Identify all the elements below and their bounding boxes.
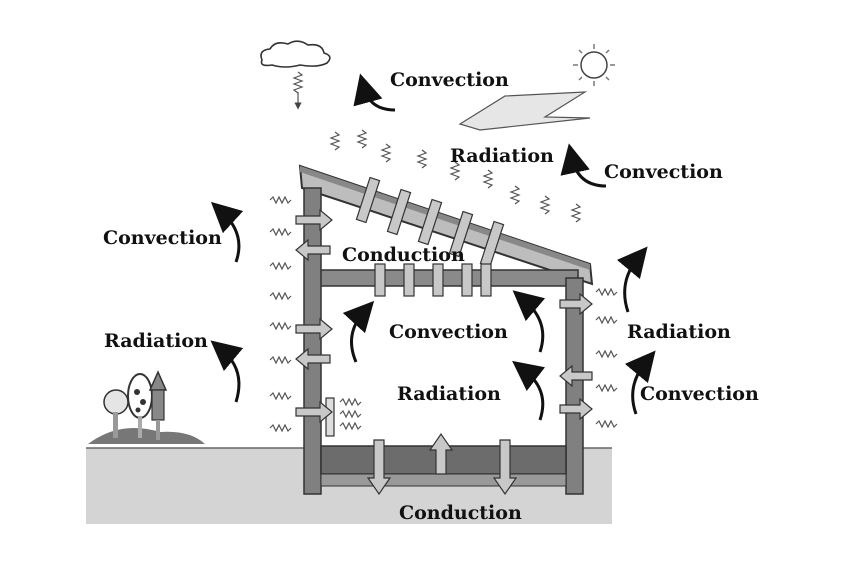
convection-arrow-inside-left <box>342 300 375 363</box>
shrub-icon <box>127 370 168 440</box>
convection-arrow-right-upper <box>616 246 648 313</box>
convection-arrow-left <box>210 201 244 263</box>
wall-conduction-arrows <box>295 208 593 424</box>
label-radiation-inside: Radiation <box>397 383 501 405</box>
label-convection-inside: Convection <box>389 321 508 343</box>
convection-arrow-top-right <box>560 143 607 188</box>
ceiling-beam <box>309 269 579 287</box>
label-convection-top: Convection <box>390 69 509 91</box>
window <box>325 397 335 437</box>
radiation-wave-icons <box>292 71 582 223</box>
right-wall <box>565 277 584 495</box>
sun-icon <box>573 44 615 86</box>
label-radiation-right: Radiation <box>627 321 731 343</box>
convection-arrow-left-lower <box>210 340 244 403</box>
label-radiation-left: Radiation <box>104 330 208 352</box>
label-convection-left: Convection <box>103 227 222 249</box>
label-convection-right: Convection <box>640 383 759 405</box>
convection-arrows <box>210 73 656 421</box>
ceiling-conduction-arrows <box>374 263 492 297</box>
sunlight-beam <box>458 91 591 131</box>
label-conduction-bottom: Conduction <box>399 502 522 524</box>
label-convection-top-right: Convection <box>604 161 723 183</box>
roof-conduction-arrows <box>355 176 505 268</box>
convection-arrow-inside-right <box>512 290 546 353</box>
floor-conduction-arrows <box>366 432 518 496</box>
convection-arrow-top <box>353 73 396 112</box>
convection-arrow-right-lower <box>624 350 656 415</box>
label-radiation-top: Radiation <box>450 145 554 167</box>
left-wall <box>303 187 322 495</box>
label-conduction-roof: Conduction <box>342 244 465 266</box>
convection-arrow-inside-right-lower <box>512 360 546 421</box>
tree-icon <box>88 389 205 444</box>
cloud-icon <box>260 40 331 68</box>
wall-radiation-waves <box>269 195 618 433</box>
floor-slab-lower <box>320 473 567 487</box>
